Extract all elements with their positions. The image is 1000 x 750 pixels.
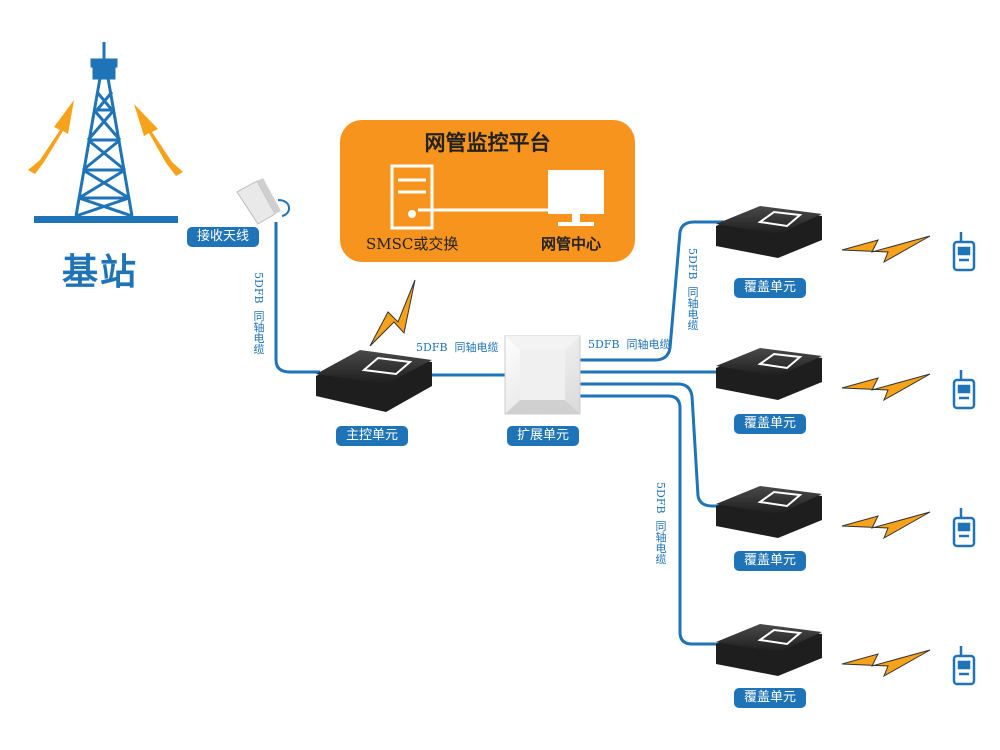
coverage-unit-device xyxy=(716,624,822,676)
cable-label-expansion-top-vertical: 5DFB 同轴电缆 xyxy=(684,248,700,331)
antenna-label: 接收天线 xyxy=(187,227,260,247)
expansion-unit-device xyxy=(504,335,581,415)
wireless-bolt-icon xyxy=(841,649,931,678)
cable-spec: 5DFB xyxy=(588,338,620,351)
signal-arrow-right xyxy=(134,104,183,176)
cable-antenna-main xyxy=(274,222,320,374)
handset-icon xyxy=(952,370,976,410)
cable-label-antenna-main: 5DFB 同轴电缆 xyxy=(250,272,266,355)
smsc-label: SMSC或交换 xyxy=(366,235,459,253)
server-icon xyxy=(390,164,434,230)
handset-icon xyxy=(952,508,976,548)
cable-type: 同轴电缆 xyxy=(252,310,265,355)
cable-type: 同轴电缆 xyxy=(454,341,499,354)
signal-arrow-left xyxy=(28,100,74,174)
handset-icon xyxy=(952,646,976,686)
cable-spec: 5DFB xyxy=(654,482,667,514)
cable-type: 同轴电缆 xyxy=(626,338,671,351)
coverage-unit-label: 覆盖单元 xyxy=(734,278,807,298)
cable-label-expansion-bottom: 5DFB 同轴电缆 xyxy=(652,482,668,565)
tower-icon xyxy=(74,42,134,218)
coax-cables xyxy=(274,220,730,646)
coverage-unit-device xyxy=(716,486,822,538)
handset-icon xyxy=(952,232,976,272)
cable-spec: 5DFB xyxy=(686,248,699,280)
cable-exp-cu1 xyxy=(580,220,730,362)
expansion-unit-label: 扩展单元 xyxy=(507,426,580,446)
main-unit-device xyxy=(316,350,432,412)
wireless-bolt-icon xyxy=(369,279,416,347)
coverage-unit-label: 覆盖单元 xyxy=(734,688,807,708)
tower-base xyxy=(34,216,178,223)
main-unit-label: 主控单元 xyxy=(336,426,409,446)
cable-label-main-expansion: 5DFB 同轴电缆 xyxy=(416,339,499,355)
coverage-unit-label: 覆盖单元 xyxy=(734,551,807,571)
cable-exp-cu3 xyxy=(580,382,720,508)
base-station-label: 基站 xyxy=(62,252,139,293)
cable-type: 同轴电缆 xyxy=(654,520,667,565)
coverage-unit-label: 覆盖单元 xyxy=(734,414,807,434)
coverage-unit-device xyxy=(716,348,822,400)
cable-exp-cu4 xyxy=(580,394,722,646)
nms-label: 网管中心 xyxy=(541,235,602,253)
cable-spec: 5DFB xyxy=(252,272,265,304)
antenna-icon xyxy=(236,178,290,225)
cable-spec: 5DFB xyxy=(416,341,448,354)
platform-title: 网管监控平台 xyxy=(424,131,551,155)
wireless-bolt-icon xyxy=(841,373,931,402)
wireless-bolt-icon xyxy=(841,235,931,264)
cable-type: 同轴电缆 xyxy=(686,286,699,331)
wireless-bolt-icon xyxy=(841,511,931,540)
monitor-icon xyxy=(548,170,604,226)
coverage-unit-device xyxy=(716,206,822,258)
cable-label-expansion-top: 5DFB 同轴电缆 xyxy=(588,336,671,352)
